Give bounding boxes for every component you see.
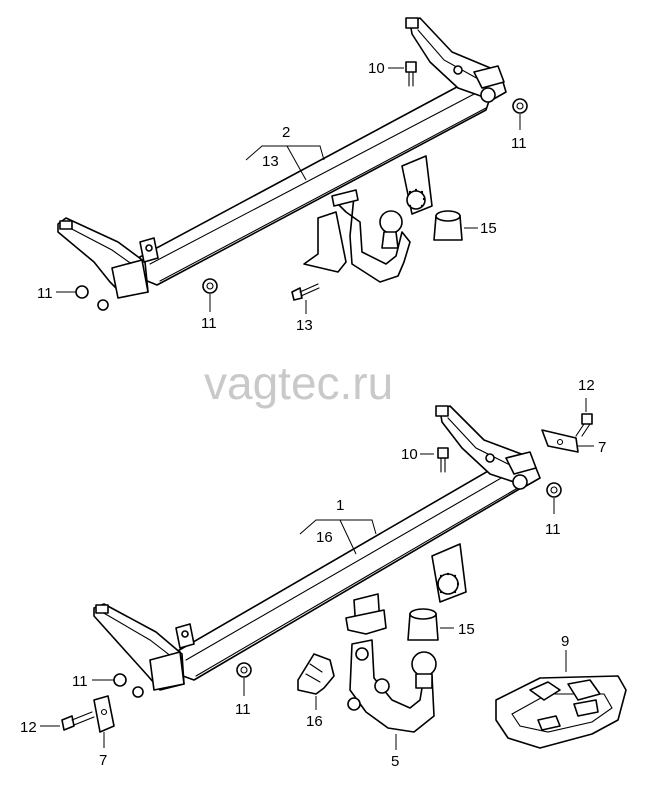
- callout-top-11-right: 11: [511, 135, 527, 152]
- callout-bottom-7-left: 7: [99, 752, 107, 769]
- top-bolt-13: [291, 283, 320, 301]
- callout-bottom-7-right: 7: [598, 439, 606, 456]
- callout-bottom-5: 5: [391, 753, 399, 770]
- callout-top-2: 2: [282, 124, 290, 141]
- callout-bottom-11-right: 11: [545, 521, 561, 538]
- top-right-side-arm: [409, 17, 507, 101]
- callout-bottom-12-left: 12: [20, 719, 37, 736]
- callout-bottom-11-left: 11: [72, 673, 88, 690]
- bottom-nut-11-right: [546, 482, 562, 498]
- callout-bottom-11-inner: 11: [235, 701, 251, 718]
- bottom-bolt-12-left: [61, 711, 95, 731]
- callout-top-10: 10: [368, 60, 385, 77]
- callout-bottom-12-top: 12: [578, 377, 595, 394]
- top-ball-neck-mount: [335, 195, 411, 283]
- callout-bottom-15: 15: [458, 621, 475, 638]
- callout-bottom-16-clip: 16: [306, 713, 323, 730]
- callout-bottom-1: 1: [336, 497, 344, 514]
- bottom-tow-ball: [411, 651, 437, 677]
- callout-bottom-10: 10: [401, 446, 418, 463]
- top-nut-11-left-outer: [75, 285, 109, 311]
- bottom-bolt-10: [437, 447, 449, 473]
- bottom-right-side-arm: [439, 405, 541, 487]
- top-bolt-10: [405, 61, 417, 87]
- bottom-tow-bar-assembly: [40, 398, 627, 750]
- callout-top-11-left: 11: [37, 285, 53, 302]
- bottom-bracket-7-right: [541, 429, 579, 453]
- bottom-clip-16: [297, 653, 335, 695]
- watermark: vagtec.ru: [204, 357, 393, 409]
- bottom-nut-11-left-outer: [113, 673, 144, 698]
- bottom-nut-11-left-inner: [236, 662, 252, 678]
- callout-bottom-9: 9: [561, 633, 569, 650]
- top-nut-11-right: [512, 98, 528, 114]
- top-tow-bar-assembly: [56, 17, 528, 314]
- callout-top-15: 15: [480, 220, 497, 237]
- bottom-bolt-12-top: [575, 413, 593, 437]
- callout-top-13-bolt: 13: [296, 317, 313, 334]
- top-nut-11-left-inner: [202, 278, 218, 294]
- callout-bottom-16-group: 16: [316, 529, 333, 546]
- top-tow-ball: [379, 210, 403, 234]
- top-left-bracket: [111, 259, 149, 299]
- top-mount-plate: [303, 211, 347, 273]
- callout-top-13-group: 13: [262, 153, 279, 170]
- callout-top-11-inner: 11: [201, 315, 217, 332]
- top-cross-beam: [134, 79, 493, 286]
